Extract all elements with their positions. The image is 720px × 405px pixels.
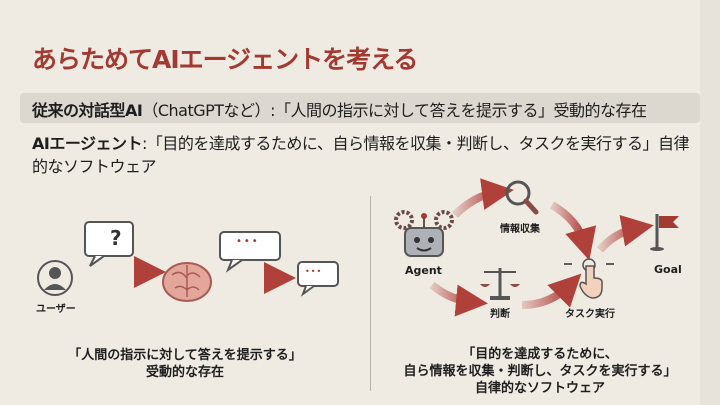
question-bubble-icon (84, 221, 134, 267)
traditional-ai-description: 従来の対話型AI（ChatGPTなど）:「人間の指示に対して答えを提示する」受動… (32, 97, 647, 121)
traditional-body: :「人間の指示に対して答えを提示する」受動的な存在 (270, 101, 647, 120)
bubble-dots-2: ••• (305, 267, 323, 276)
user-label: ユーザー (36, 304, 76, 315)
robot-icon (404, 213, 444, 257)
arrow-agent-to-info (452, 178, 514, 218)
arrow-agent-to-judge (429, 281, 488, 317)
arrow-task-to-goal (596, 214, 654, 253)
user-icon (37, 260, 73, 296)
right-margin (700, 0, 720, 405)
reply-bubble-icon (297, 261, 339, 297)
slide-title: あらためてAIエージェントを考える (32, 45, 418, 74)
scale-icon (480, 268, 520, 300)
traditional-head: 従来の対話型AI (32, 101, 143, 120)
hand-tap-icon (564, 258, 614, 299)
agent-label: Agent (405, 264, 442, 277)
right-caption-line1: 「目的を達成するために、 (462, 347, 618, 362)
agent-body: :「目的を達成するために、自ら情報を収集・判断し、タスクを実行する」自律的なソフ… (32, 134, 689, 176)
gear-icon (394, 210, 454, 230)
task-execution-label: タスク実行 (565, 309, 615, 320)
left-caption-line2: 受動的な存在 (145, 365, 224, 380)
flag-icon (650, 214, 679, 251)
question-mark: ? (110, 226, 122, 250)
magnifier-icon (505, 180, 539, 215)
right-caption-line3: 自律的なソフトウェア (474, 381, 605, 396)
right-caption: 「目的を達成するために、自ら情報を収集・判断し、タスクを実行する」自律的なソフト… (380, 346, 700, 397)
arrow-judge-to-task (521, 273, 582, 309)
left-caption-line1: 「人間の指示に対して答えを提示する」 (68, 348, 302, 363)
response-bubble-icon (219, 231, 281, 273)
agent-definition: AIエージェント:「目的を達成するために、自ら情報を収集・判断し、タスクを実行す… (32, 132, 692, 178)
bubble-dots-1: ••• (236, 236, 260, 247)
traditional-band (20, 93, 700, 123)
arrow-info-to-task (549, 201, 597, 261)
agent-head: AIエージェント (32, 134, 143, 153)
traditional-paren: （ChatGPTなど） (142, 101, 271, 120)
info-collection-label: 情報収集 (500, 224, 540, 235)
brain-icon (162, 262, 212, 302)
goal-label: Goal (654, 263, 682, 276)
judgment-label: 判断 (490, 309, 510, 320)
right-caption-line2: 自ら情報を収集・判断し、タスクを実行する」 (403, 364, 677, 379)
left-caption: 「人間の指示に対して答えを提示する」受動的な存在 (40, 347, 330, 381)
divider (370, 196, 371, 391)
